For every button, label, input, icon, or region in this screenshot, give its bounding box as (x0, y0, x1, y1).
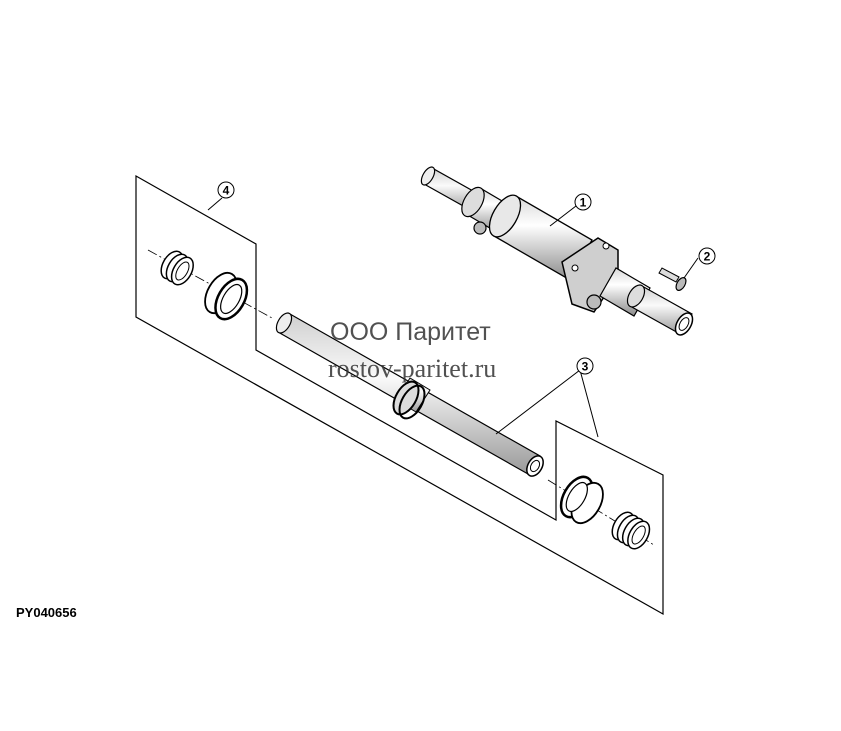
leader-2 (683, 257, 699, 279)
piston-rod (275, 312, 544, 477)
leader-1 (549, 205, 577, 227)
watermark-url: rostov-paritet.ru (328, 354, 496, 383)
svg-text:3: 3 (582, 360, 589, 374)
port-fitting-right (586, 294, 602, 310)
cap-screw (658, 267, 687, 291)
svg-text:2: 2 (704, 250, 711, 264)
callout-2: 2 (698, 247, 716, 265)
steering-cylinder-assembly (420, 166, 694, 336)
callout-3: 3 (576, 357, 594, 375)
leader-3b (579, 369, 599, 438)
svg-text:1: 1 (580, 196, 587, 210)
port-fitting-left (473, 221, 487, 235)
leader-3a (495, 369, 581, 435)
seal-left-large (204, 271, 249, 321)
callout-4: 4 (217, 181, 235, 199)
figure-id: PY040656 (16, 605, 77, 620)
seal-right-large (559, 475, 604, 525)
watermark-company: ООО Паритет (330, 318, 491, 346)
svg-text:4: 4 (223, 184, 230, 198)
leader-4 (207, 197, 223, 211)
seal-kit-outline (135, 174, 664, 616)
callout-1: 1 (574, 193, 592, 211)
seal-left-small (160, 250, 194, 286)
seal-right-small (611, 511, 651, 550)
